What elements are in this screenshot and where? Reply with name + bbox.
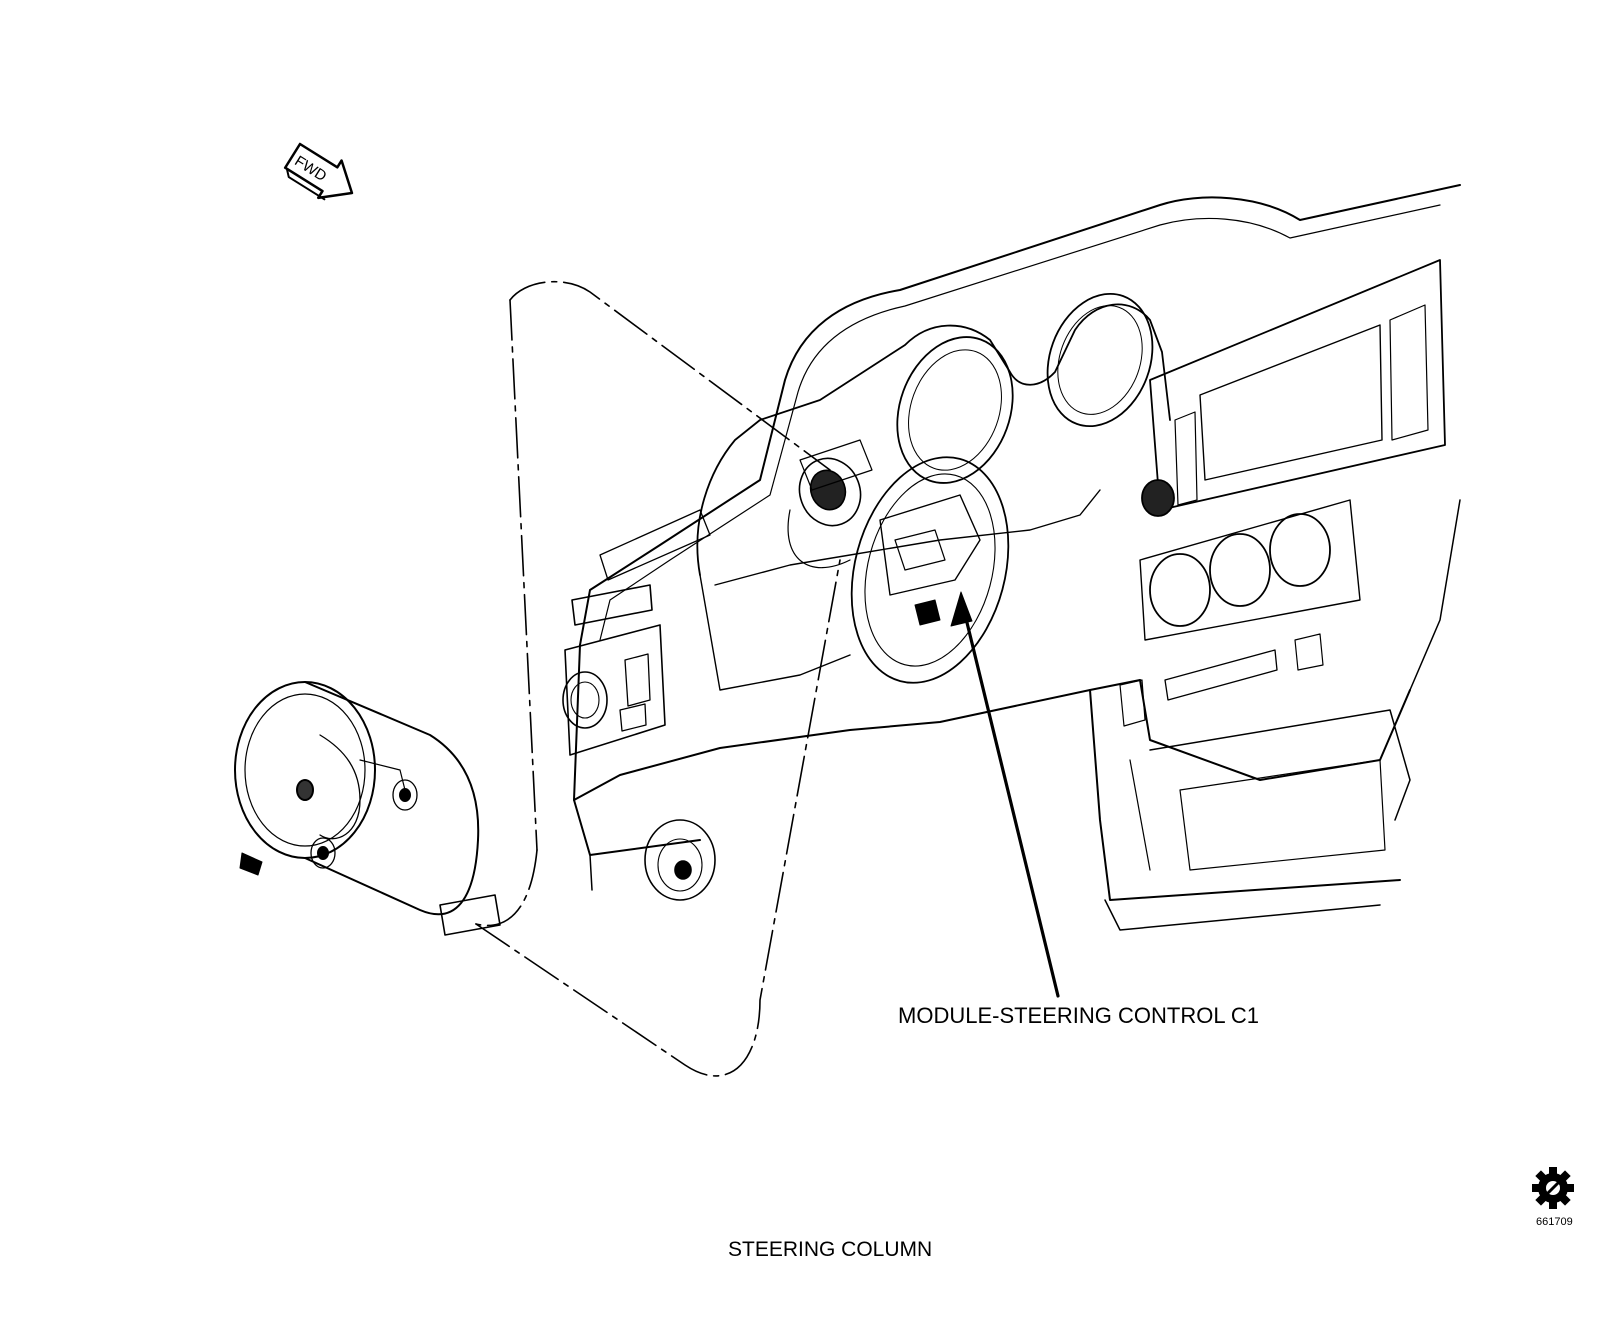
steering-control-module-connector [787,439,873,569]
module-steering-control-callout: MODULE-STEERING CONTROL C1 [898,1003,1260,1028]
gauge-cluster [696,292,1171,691]
headlamp-switch-panel [562,509,711,756]
fwd-arrow-icon: FWD [283,142,354,201]
gear-icon [1532,1167,1574,1209]
detail-view-outline [475,280,841,1077]
figure-code: 661709 [1536,1216,1573,1228]
instrument-panel [573,184,1461,931]
callout-leader-arrow [950,591,1060,998]
steering-column-cover [234,681,501,936]
speaker-grille [644,819,716,901]
steering-column-opening [850,456,1010,684]
center-stack [1119,259,1446,871]
diagram-title: STEERING COLUMN [728,1238,933,1261]
